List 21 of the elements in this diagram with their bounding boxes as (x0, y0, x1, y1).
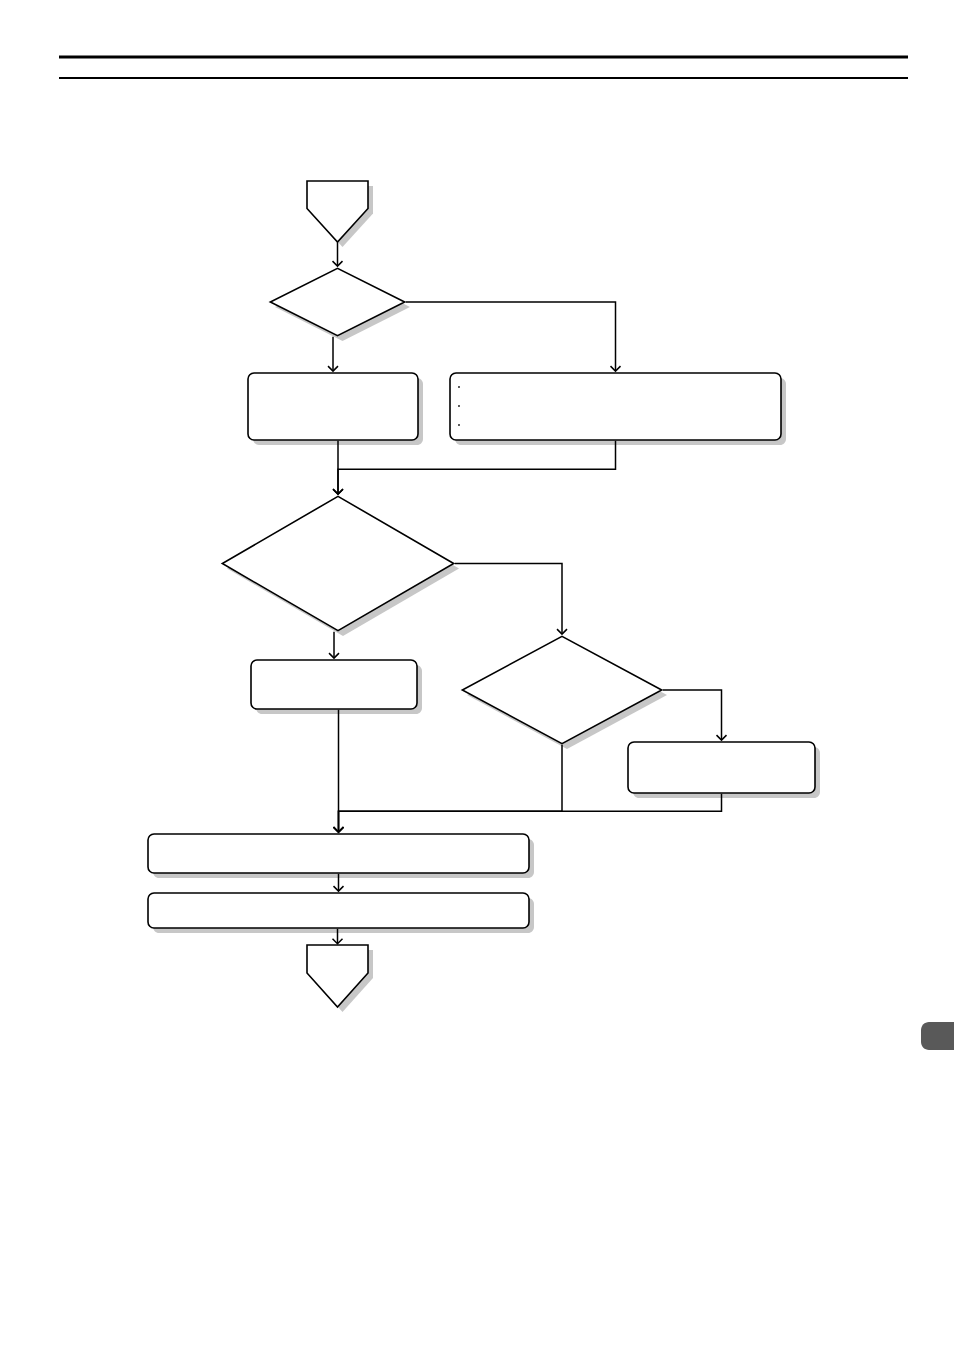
arrow (331, 928, 344, 945)
process-box (247, 372, 423, 445)
arrow (332, 440, 617, 496)
arrow (332, 793, 723, 834)
process-box (627, 741, 820, 798)
decision-diamond (268, 267, 410, 341)
process-box (147, 833, 534, 878)
process-box (449, 372, 786, 445)
arrow (454, 562, 568, 636)
arrow (405, 301, 622, 373)
arrow (328, 631, 340, 660)
decision-diamond (220, 495, 459, 636)
pentagon-connector (306, 944, 373, 1012)
arrow (662, 689, 728, 742)
process-box (147, 892, 534, 933)
process-box (250, 659, 422, 714)
arrow (332, 873, 345, 893)
arrow (327, 336, 339, 373)
pentagon-connector (306, 180, 373, 247)
arrow (331, 241, 344, 268)
decision-diamond (460, 635, 667, 749)
